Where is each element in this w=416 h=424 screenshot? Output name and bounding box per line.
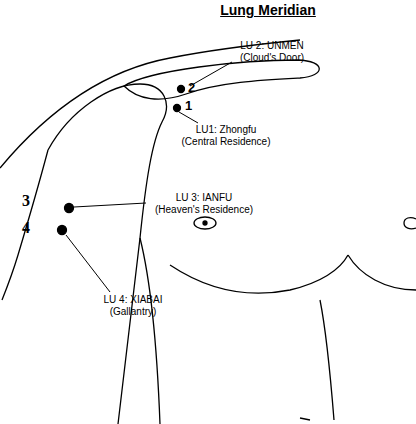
point-label: LU 4: XIABAI — [104, 294, 163, 305]
pectoral-line — [170, 255, 348, 293]
arm-outer-outline — [2, 150, 48, 300]
point-translation: (Central Residence) — [182, 136, 271, 147]
point-label: LU 3: IANFU — [176, 192, 233, 203]
clavicle — [124, 60, 319, 99]
pectoral-line — [348, 255, 416, 290]
point-translation: (Heaven's Residence) — [155, 204, 253, 215]
leader-line — [66, 235, 110, 292]
acupoint — [58, 226, 67, 235]
point-label: LU 2: UNMEN — [240, 40, 303, 51]
nipple — [194, 217, 216, 229]
acupoint — [65, 204, 74, 213]
callout-number: 3 — [22, 192, 30, 210]
acupoint — [178, 86, 185, 93]
navel-mark — [300, 418, 310, 420]
nipple — [404, 218, 416, 229]
point-translation: (Gallantry) — [110, 306, 157, 317]
chest-side-outline — [140, 238, 160, 424]
leader-line — [190, 62, 232, 86]
callout-number: 4 — [22, 219, 30, 237]
diagram-title: Lung Meridian — [220, 3, 316, 18]
arm-inner-outline — [48, 84, 166, 424]
abdomen-line — [320, 300, 334, 420]
acupoint — [174, 105, 181, 112]
callout-number: 1 — [185, 99, 192, 113]
nipple-dot — [203, 221, 207, 225]
point-translation: (Cloud's Door) — [240, 52, 304, 63]
point-label: LU1: Zhongfu — [196, 124, 257, 135]
leader-line — [74, 203, 146, 207]
leader-line — [179, 112, 198, 123]
callout-number: 2 — [188, 81, 195, 95]
